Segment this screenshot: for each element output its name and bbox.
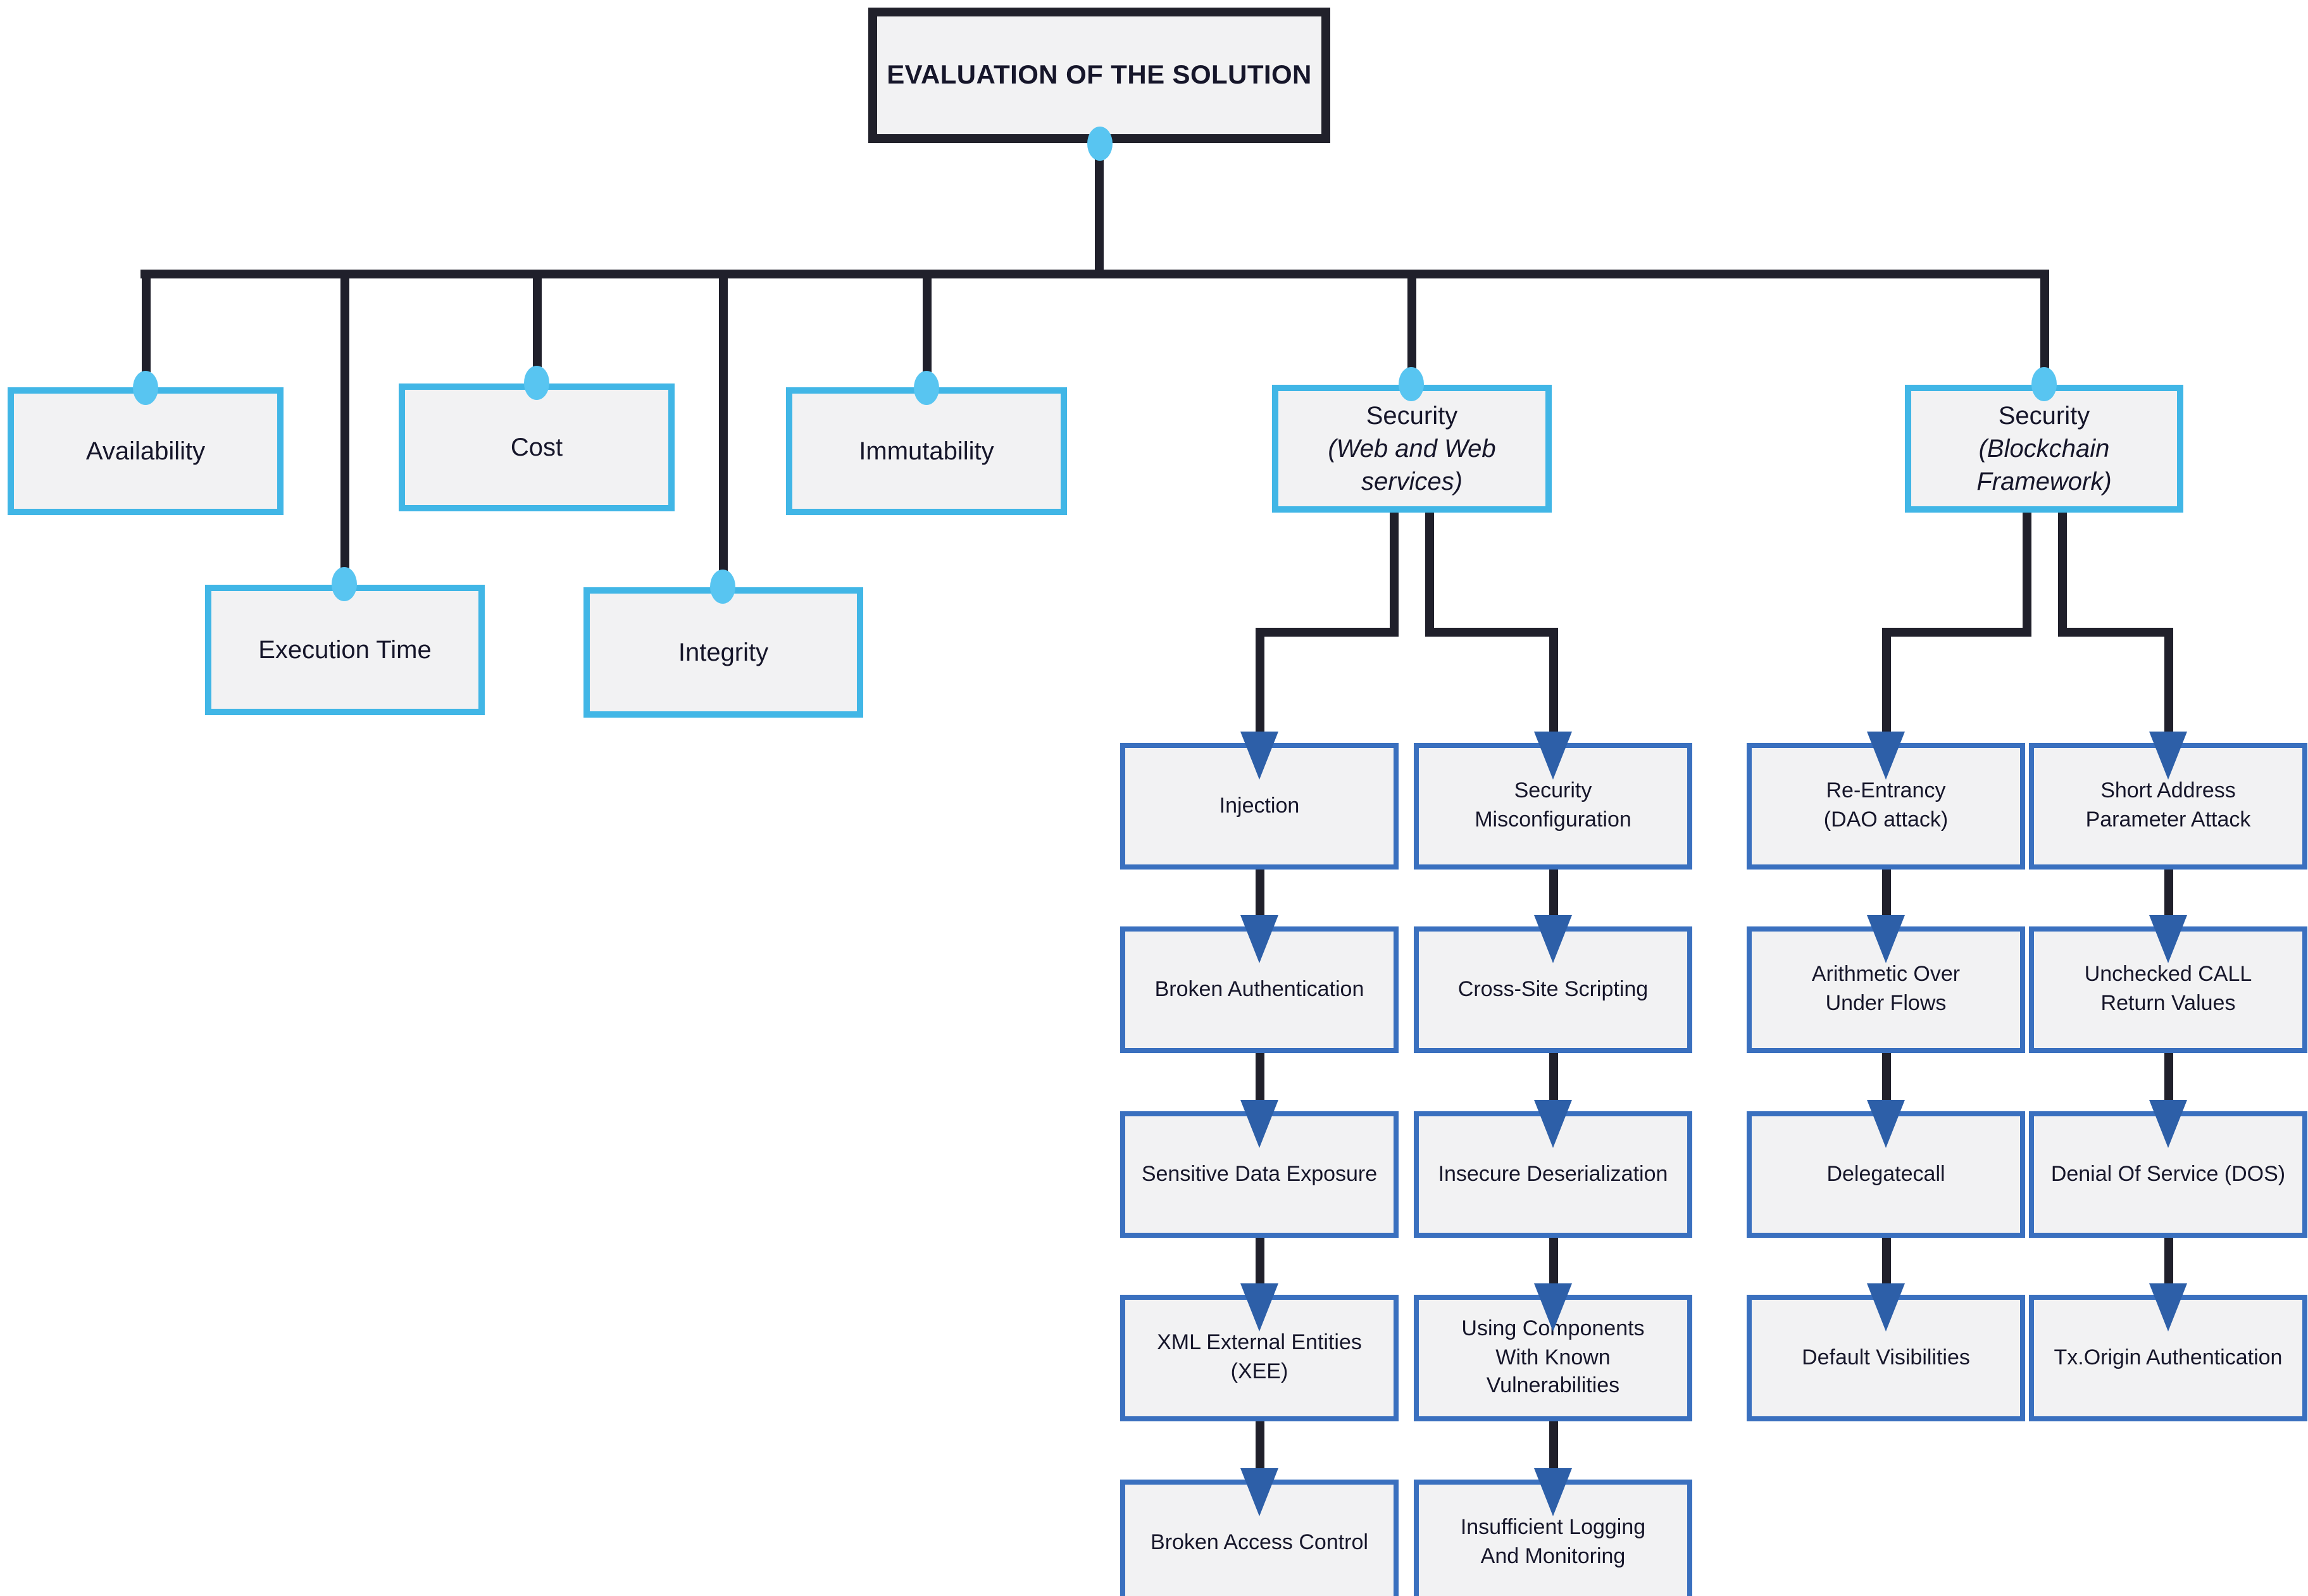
node-arithmetic-over-under-flows: Arithmetic Over Under Flows <box>1747 926 2025 1053</box>
connector-line <box>1882 1053 1891 1111</box>
arrow-down-icon <box>1867 915 1905 963</box>
node-sublabel: (Web and Web services) <box>1328 435 1496 496</box>
node-denial-of-service: Denial Of Service (DOS) <box>2029 1111 2307 1238</box>
connector-line <box>1882 628 2031 637</box>
node-tx-origin-authentication: Tx.Origin Authentication <box>2029 1295 2307 1421</box>
root-node: EVALUATION OF THE SOLUTION <box>868 8 1330 143</box>
connector-line <box>923 270 932 387</box>
arrow-down-icon <box>2149 1100 2187 1148</box>
arrow-down-icon <box>1534 1468 1572 1516</box>
connector-dot <box>332 567 357 601</box>
connector-line <box>1256 870 1264 926</box>
connector-line <box>2040 270 2049 385</box>
connector-line <box>1256 1238 1264 1295</box>
connector-dot <box>1087 127 1113 161</box>
arrow-down-icon <box>1534 732 1572 780</box>
connector-line <box>1549 1238 1558 1295</box>
node-availability: Availability <box>8 387 284 515</box>
arrow-down-icon <box>1240 1468 1278 1516</box>
connector-line <box>1256 628 1399 637</box>
connector-line <box>1095 143 1104 278</box>
connector-line <box>1256 1053 1264 1111</box>
connector-line <box>2023 513 2031 637</box>
connector-line <box>2164 870 2173 926</box>
connector-line <box>1425 628 1558 637</box>
arrow-down-icon <box>1240 732 1278 780</box>
connector-line <box>1549 628 1558 743</box>
connector-line <box>2164 1053 2173 1111</box>
node-label: Execution Time <box>258 636 432 664</box>
node-security-web: Security (Web and Web services) <box>1272 385 1552 513</box>
node-label: Security <box>1998 402 2090 430</box>
node-label: Security <box>1366 402 1458 430</box>
arrow-down-icon <box>2149 1283 2187 1331</box>
connector-line <box>2164 628 2173 743</box>
connector-line <box>1425 513 1434 637</box>
connector-line <box>1882 628 1891 743</box>
node-label: Cost <box>510 433 563 461</box>
root-label: EVALUATION OF THE SOLUTION <box>887 60 1312 89</box>
connector-dot <box>710 570 735 604</box>
node-integrity: Integrity <box>583 587 863 718</box>
connector-line <box>1549 1421 1558 1480</box>
node-sublabel: (Blockchain Framework) <box>1976 435 2112 496</box>
arrow-down-icon <box>2149 915 2187 963</box>
connector-line <box>2164 1238 2173 1295</box>
connector-dot <box>914 371 939 405</box>
connector-line <box>1882 1238 1891 1295</box>
arrow-down-icon <box>1240 915 1278 963</box>
connector-dot <box>133 371 158 405</box>
connector-dot <box>524 366 549 400</box>
connector-dot <box>1399 367 1424 401</box>
arrow-down-icon <box>1240 1100 1278 1148</box>
node-using-components-with-known-vulnerabilities: Using Components With Known Vulnerabilit… <box>1414 1295 1692 1421</box>
arrow-down-icon <box>1534 1283 1572 1331</box>
node-label: Immutability <box>859 437 994 465</box>
connector-line <box>1407 270 1416 385</box>
node-execution-time: Execution Time <box>205 585 485 715</box>
connector-line <box>142 270 151 387</box>
connector-line <box>719 270 728 587</box>
connector-line <box>1256 1421 1264 1480</box>
connector-dot <box>2031 367 2057 401</box>
connector-line <box>140 270 2049 278</box>
node-security-blockchain: Security (Blockchain Framework) <box>1905 385 2183 513</box>
connector-line <box>1549 1053 1558 1111</box>
node-label: Integrity <box>678 639 769 666</box>
arrow-down-icon <box>1534 915 1572 963</box>
connector-line <box>1882 870 1891 926</box>
connector-line <box>340 270 349 585</box>
node-cost: Cost <box>399 383 675 511</box>
connector-line <box>1256 628 1264 743</box>
connector-line <box>1390 513 1399 637</box>
arrow-down-icon <box>1240 1283 1278 1331</box>
connector-line <box>2058 628 2173 637</box>
arrow-down-icon <box>1867 1100 1905 1148</box>
arrow-down-icon <box>1534 1100 1572 1148</box>
connector-line <box>1549 870 1558 926</box>
node-label: Availability <box>85 437 206 465</box>
arrow-down-icon <box>1867 1283 1905 1331</box>
node-immutability: Immutability <box>786 387 1067 515</box>
connector-line <box>533 270 542 383</box>
connector-line <box>2058 513 2067 637</box>
arrow-down-icon <box>2149 732 2187 780</box>
arrow-down-icon <box>1867 732 1905 780</box>
